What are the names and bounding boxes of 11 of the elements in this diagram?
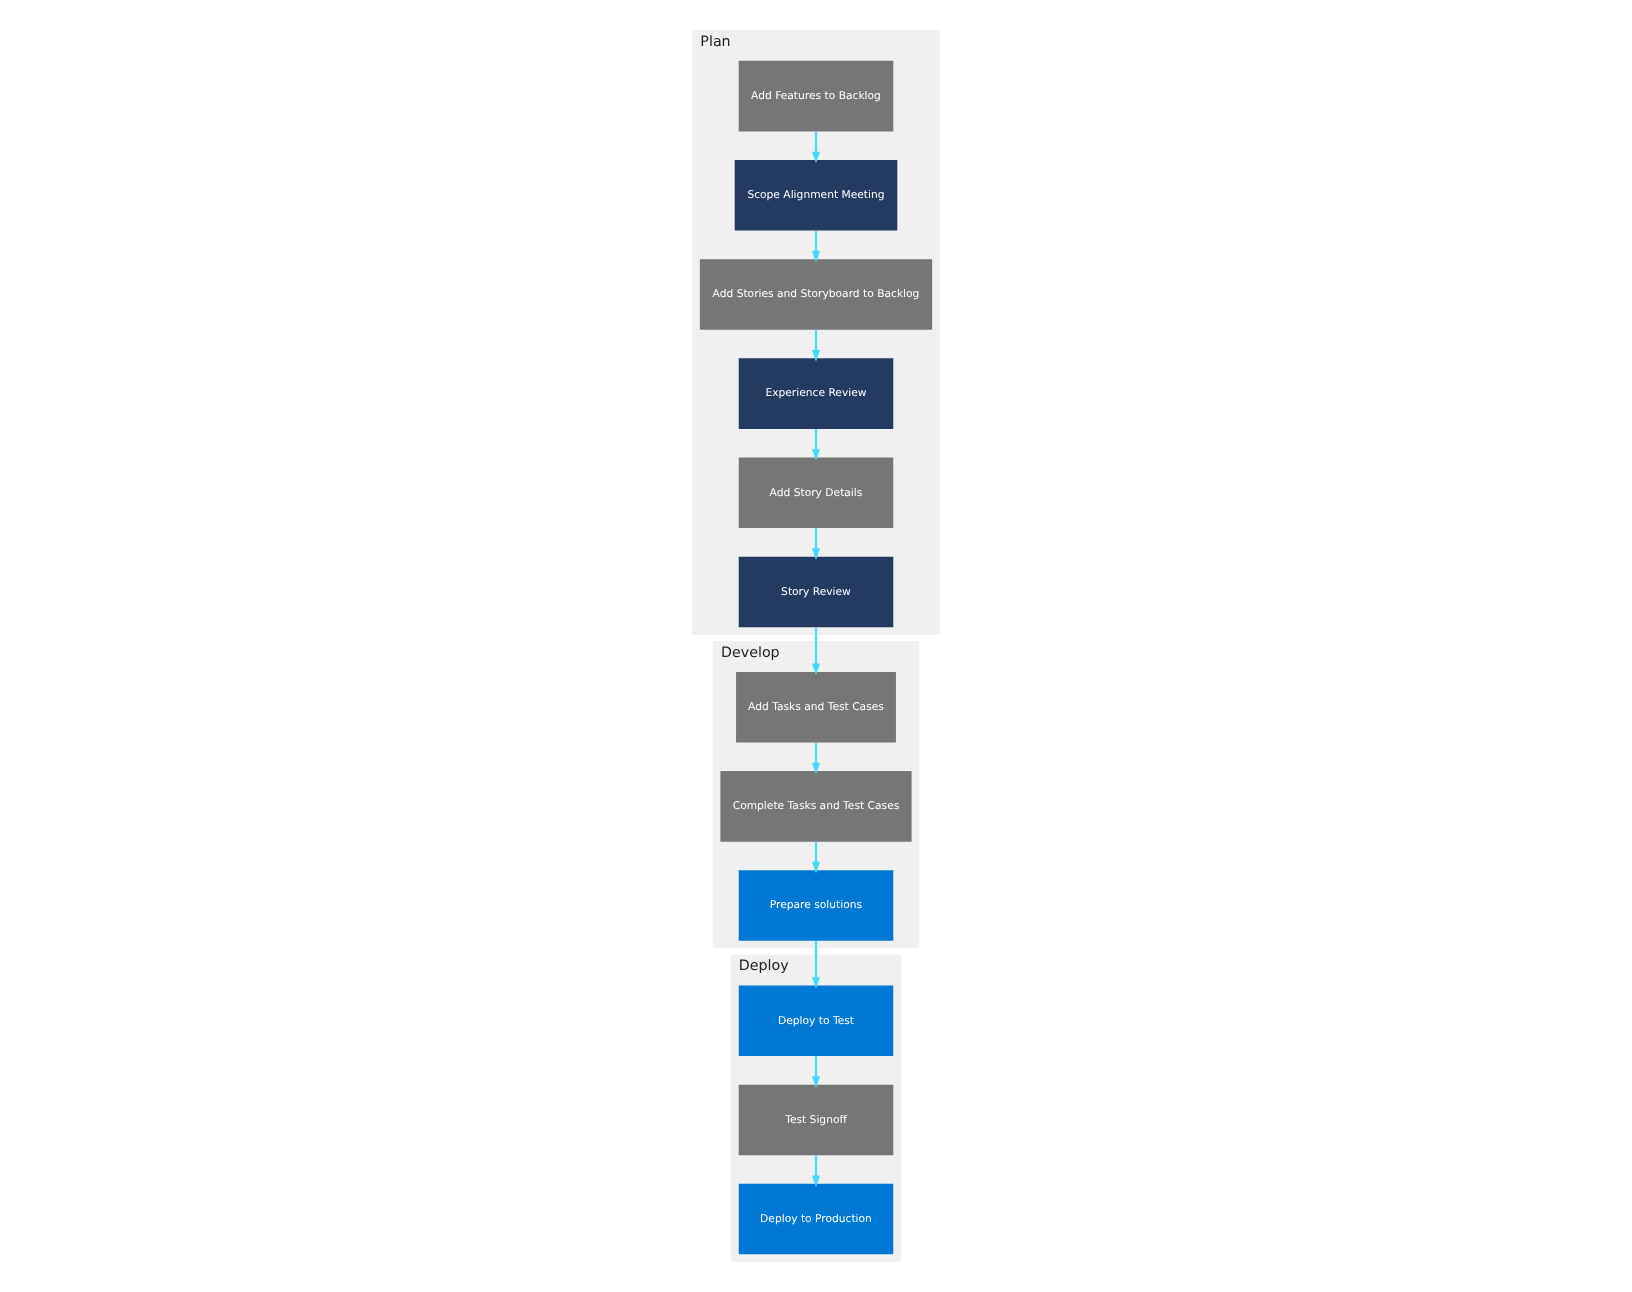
arrow — [811, 429, 821, 461]
arrow — [811, 742, 821, 775]
arrow — [811, 941, 821, 989]
arrow — [811, 329, 821, 362]
arrow — [811, 841, 821, 874]
arrow — [811, 627, 821, 676]
arrow — [811, 230, 821, 263]
arrow — [811, 1056, 821, 1088]
arrow — [811, 131, 821, 164]
arrow — [811, 1155, 821, 1188]
arrow — [811, 528, 821, 560]
